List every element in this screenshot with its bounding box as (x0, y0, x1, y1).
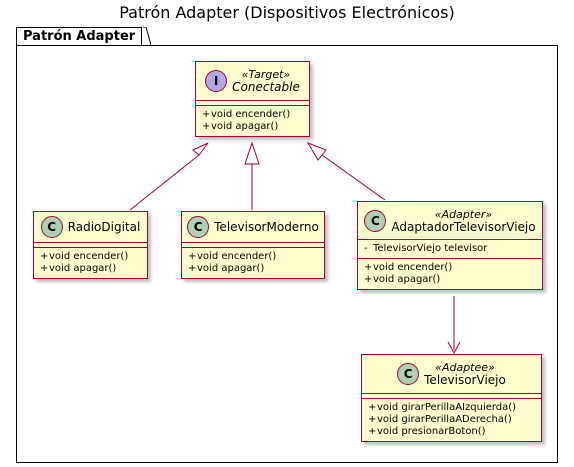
class-radiodigital[interactable]: C RadioDigital +void encender() +void ap… (33, 211, 148, 279)
class-adaptador-header: C «Adapter» AdaptadorTelevisorViejo (358, 202, 542, 239)
class-adaptador-name: AdaptadorTelevisorViejo (391, 219, 536, 234)
class-radiodigital-methods: +void encender() +void apagar() (34, 247, 147, 278)
class-icon: C (364, 209, 387, 232)
field-row: -TelevisorViejo televisor (364, 243, 488, 254)
method-row: +void encender() (364, 262, 453, 273)
class-televisormoderno-fields (182, 242, 324, 247)
method-row: +void apagar() (40, 263, 117, 274)
class-televisorviejo[interactable]: C «Adaptee» TelevisorViejo +void girarPe… (361, 354, 542, 442)
class-radiodigital-name: RadioDigital (67, 219, 141, 234)
class-adaptador-stereotype: «Adapter» (434, 207, 493, 221)
class-adaptadortelevisorviejo[interactable]: C «Adapter» AdaptadorTelevisorViejo -Tel… (357, 201, 543, 290)
adapter-uses-adaptee-arrowhead (447, 341, 461, 355)
package-tab: Patrón Adapter (16, 27, 143, 46)
method-row: +void apagar() (202, 121, 279, 132)
class-adaptador-methods: +void encender() +void apagar() (358, 258, 542, 289)
radio-realizes-line (129, 154, 200, 211)
method-row: +void encender() (188, 251, 277, 262)
class-icon: C (397, 363, 420, 385)
adaptador-realizes-line (321, 154, 386, 201)
class-adaptador-fields: -TelevisorViejo televisor (358, 239, 542, 258)
method-row: +void girarPerillaADerecha() (368, 414, 512, 425)
diagram-title: Patrón Adapter (Dispositivos Electrónico… (119, 3, 455, 22)
class-icon: C (40, 216, 63, 238)
class-conectable[interactable]: I «Target» Conectable +void encender() +… (195, 61, 310, 137)
class-radiodigital-fields (34, 242, 147, 247)
method-row: +void girarPerillaAIzquierda() (368, 402, 517, 413)
interface-icon: I (205, 70, 228, 92)
method-row: +void presionarBoton() (368, 426, 486, 437)
method-row: +void encender() (202, 109, 291, 120)
class-conectable-stereotype: «Target» (241, 68, 291, 81)
class-televisorviejo-fields (362, 393, 541, 398)
class-conectable-fields (196, 100, 309, 105)
class-televisorviejo-stereotype: «Adaptee» (435, 361, 495, 374)
class-conectable-name: Conectable (232, 80, 300, 94)
class-radiodigital-header: C RadioDigital (34, 212, 147, 242)
method-row: +void apagar() (364, 274, 441, 285)
class-conectable-methods: +void encender() +void apagar() (196, 105, 309, 136)
class-conectable-header: I «Target» Conectable (196, 62, 309, 100)
class-televisormoderno-name: TelevisorModerno (214, 219, 319, 234)
class-televisorviejo-name: TelevisorViejo (424, 373, 506, 387)
class-televisormoderno[interactable]: C TelevisorModerno +void encender() +voi… (181, 211, 325, 279)
radio-realizes-arrowhead (192, 142, 209, 156)
class-icon: C (187, 216, 210, 238)
method-row: +void apagar() (188, 263, 265, 274)
class-televisormoderno-methods: +void encender() +void apagar() (182, 247, 324, 278)
class-televisorviejo-methods: +void girarPerillaAIzquierda() +void gir… (362, 398, 541, 441)
class-televisormoderno-header: C TelevisorModerno (182, 212, 324, 242)
package-tab-corner (143, 27, 151, 45)
class-televisorviejo-header: C «Adaptee» TelevisorViejo (362, 355, 541, 393)
method-row: +void encender() (40, 251, 129, 262)
tvmoderno-realizes-arrowhead (244, 141, 260, 165)
adaptador-realizes-arrowhead (306, 142, 327, 161)
